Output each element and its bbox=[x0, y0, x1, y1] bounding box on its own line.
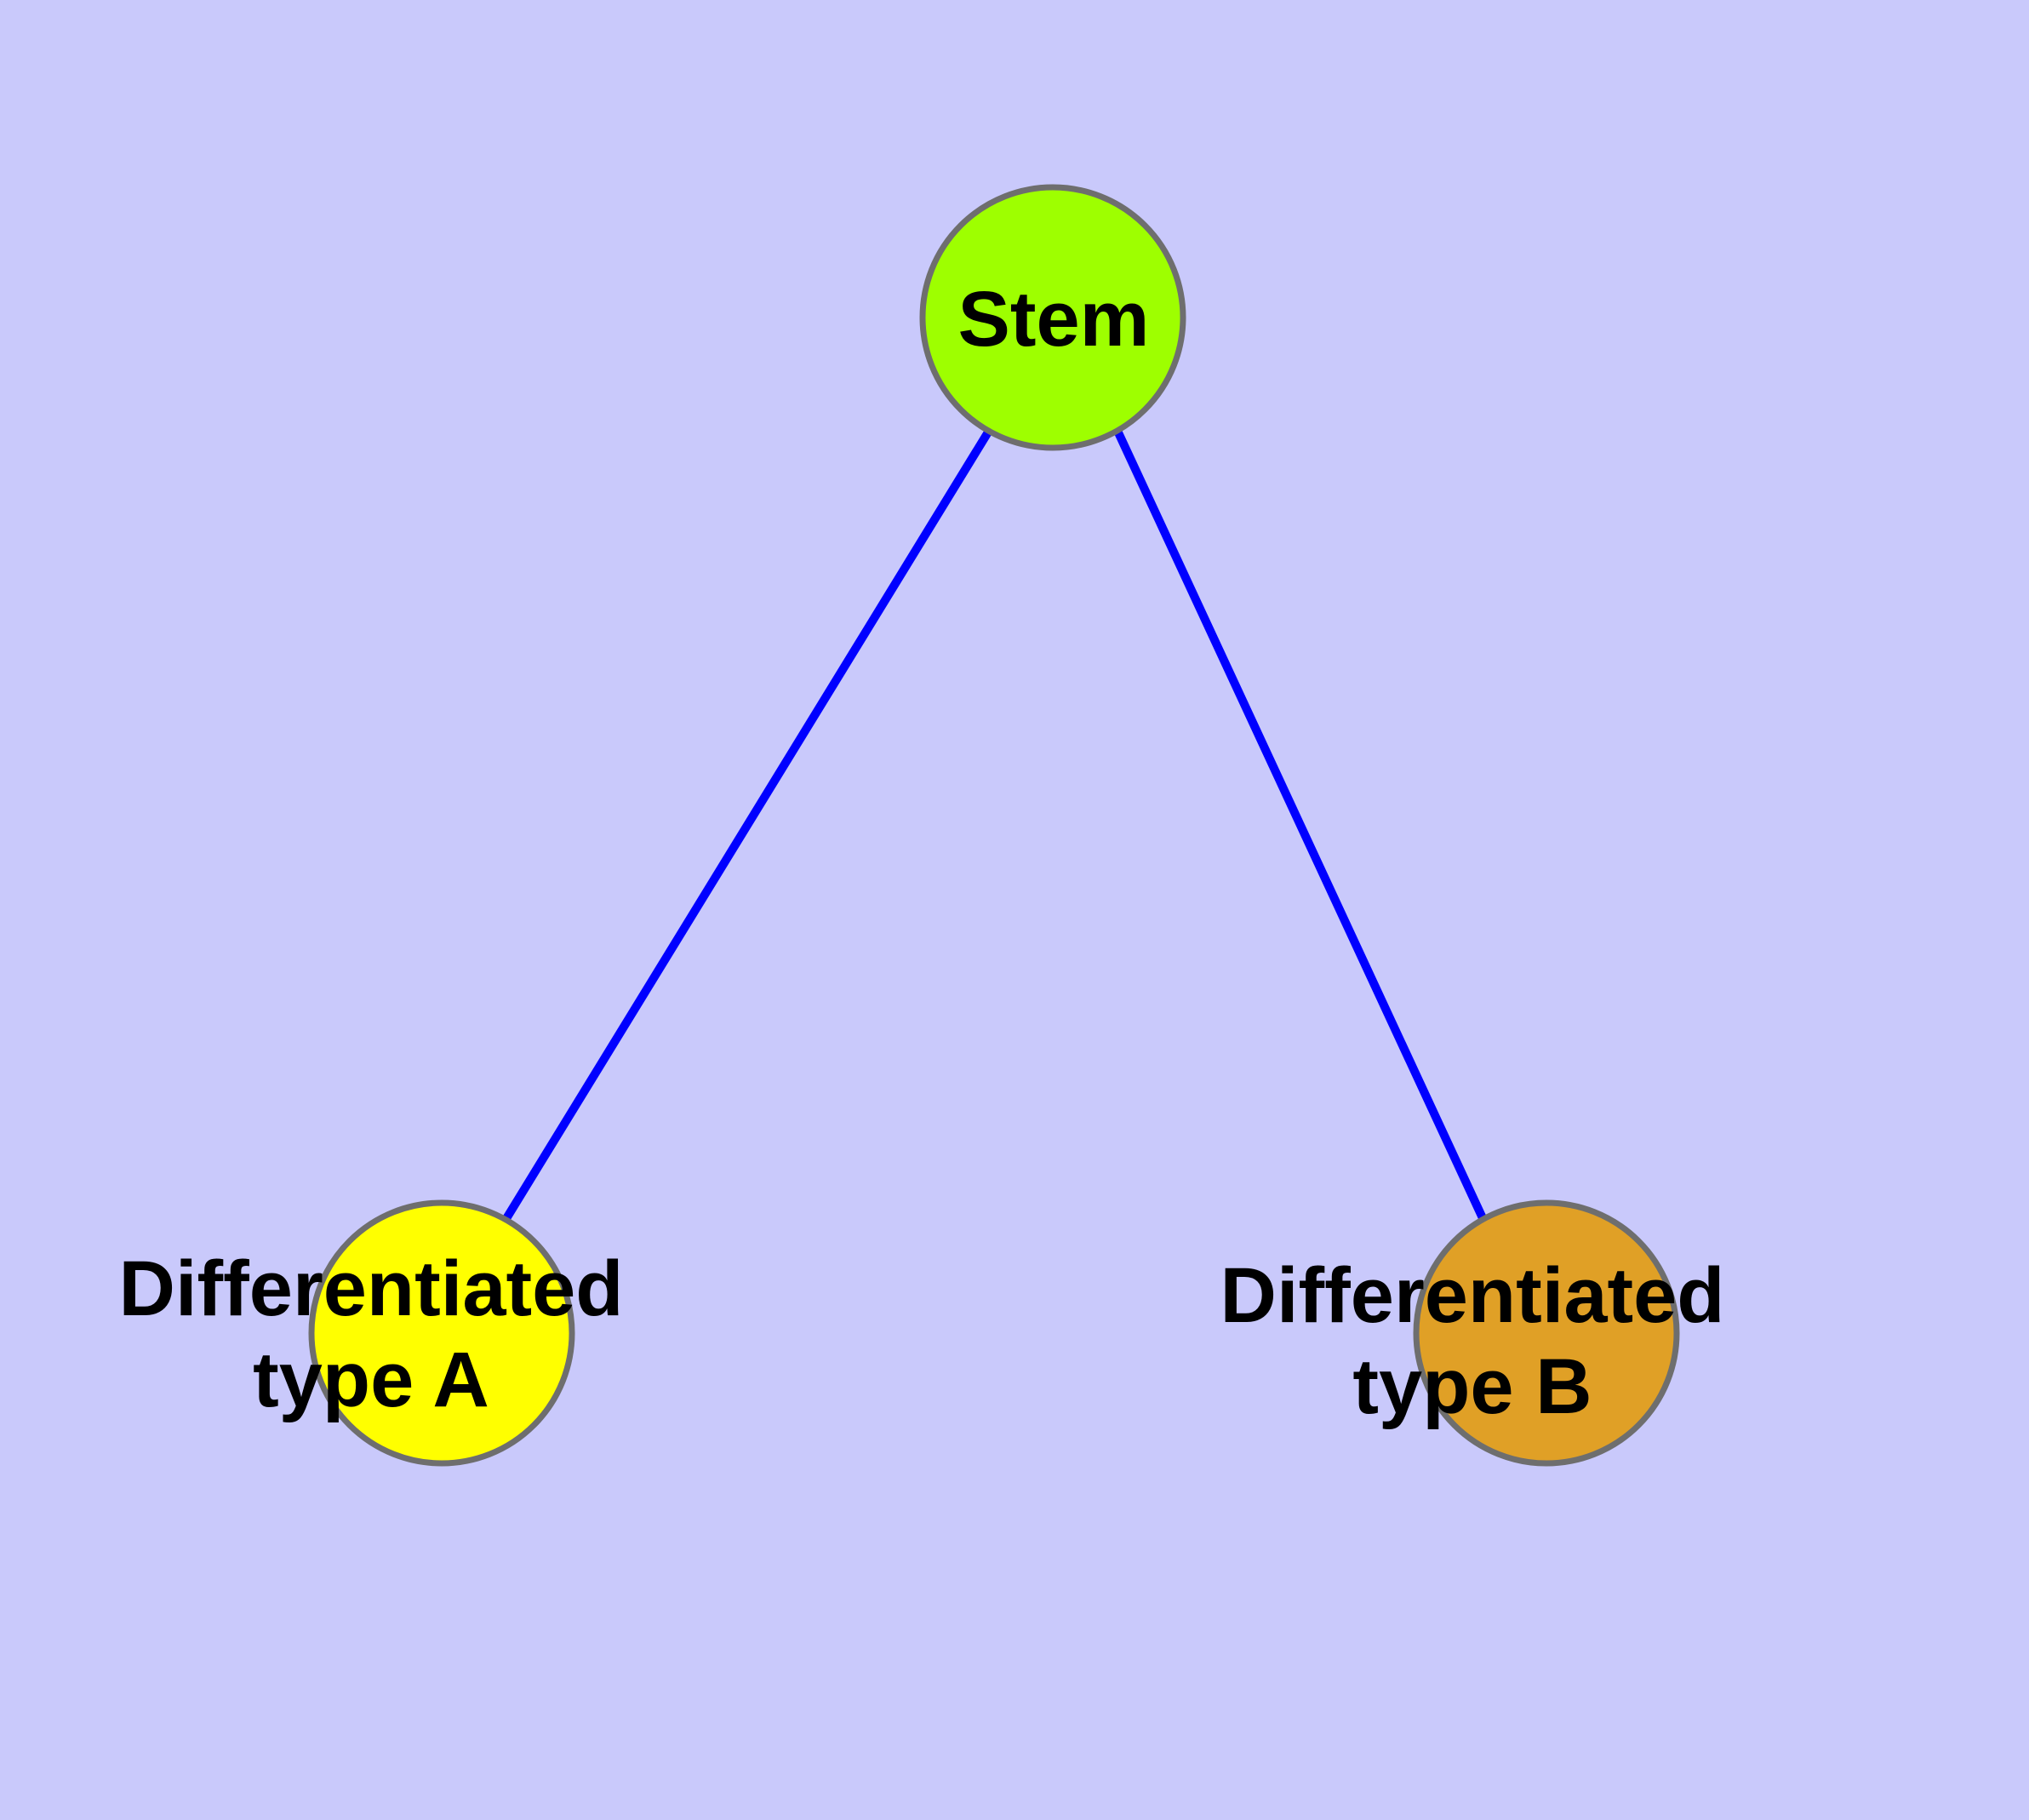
node-differentiated-type-a[interactable]: Differentiated type A bbox=[119, 1199, 624, 1467]
node-label-differentiated-type-a-line1: Differentiated bbox=[119, 1245, 624, 1332]
node-circle-differentiated-type-b[interactable] bbox=[1413, 1199, 1680, 1467]
node-circle-stem[interactable] bbox=[919, 184, 1186, 451]
node-stem[interactable]: Stem bbox=[919, 184, 1186, 451]
edge-stem-to-differentiated-type-b[interactable] bbox=[1113, 428, 1488, 1222]
node-differentiated-type-b[interactable]: Differentiated type B bbox=[1220, 1199, 1725, 1467]
node-label-differentiated-type-a-line2: type A bbox=[253, 1336, 489, 1423]
node-layer: Stem Differentiated type A Differentiate… bbox=[119, 184, 1725, 1467]
node-circle-differentiated-type-a[interactable] bbox=[308, 1199, 575, 1467]
node-label-differentiated-type-b-line2: type B bbox=[1352, 1343, 1592, 1430]
edge-layer bbox=[501, 428, 1488, 1222]
node-label-differentiated-type-b-line1: Differentiated bbox=[1220, 1252, 1725, 1339]
edge-stem-to-differentiated-type-a[interactable] bbox=[501, 428, 993, 1222]
node-label-stem-line1: Stem bbox=[958, 276, 1150, 363]
